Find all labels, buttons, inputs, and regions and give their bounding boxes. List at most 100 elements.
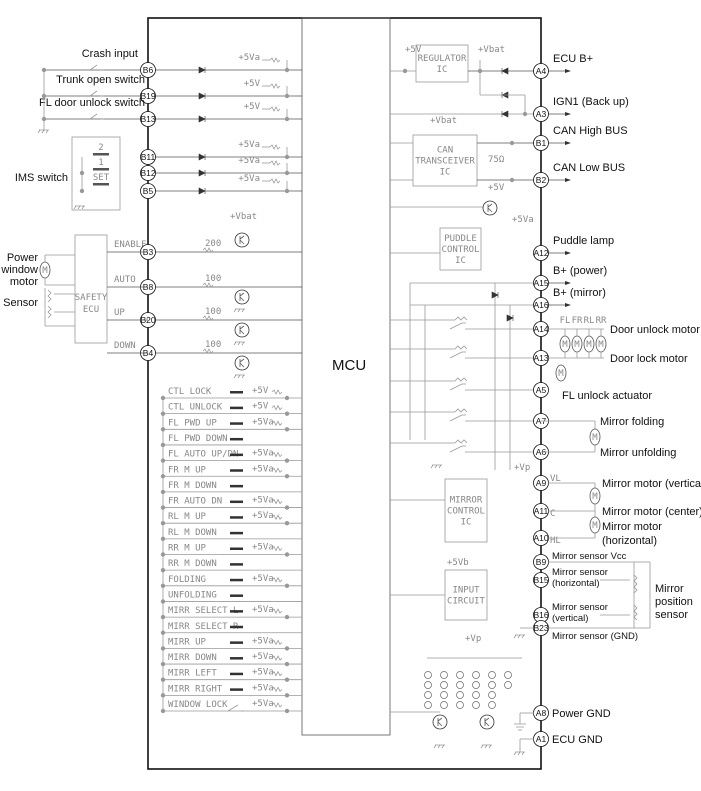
relay-switch-icon	[449, 414, 466, 422]
supply-label: +5Va	[252, 449, 274, 459]
supply-label: +5Va	[252, 543, 274, 553]
resistor-icon	[202, 247, 214, 253]
led-icon	[440, 691, 448, 699]
arrow-icon	[565, 303, 571, 307]
led-icon	[472, 701, 480, 709]
junction-dot	[284, 411, 290, 416]
led-icon	[472, 671, 480, 679]
led-icon	[424, 691, 432, 699]
supply-label: +5Va	[252, 417, 274, 427]
junction-dot	[509, 140, 515, 146]
transistor-icon	[234, 232, 250, 248]
terminal-tag: HL	[550, 536, 561, 546]
can-transceiver-ic-label: IC	[440, 168, 451, 178]
pin-label: A8	[536, 708, 547, 718]
resistor-value: 100	[205, 274, 221, 284]
motor-m-glyph: M	[562, 340, 568, 350]
puddle-control-ic-label: CONTROL	[442, 245, 480, 255]
led-icon	[472, 691, 480, 699]
mirror-motor-horizontal-icon	[589, 516, 601, 534]
junction-dot	[160, 614, 166, 620]
can-transceiver-ic-label: TRANSCEIVER	[415, 157, 475, 167]
push-button-icon	[230, 578, 243, 582]
switch-label: MIRR RIGHT	[168, 684, 223, 694]
supply-label: +5Va	[252, 683, 274, 693]
output-label-a5: FL unlock actuator	[562, 390, 652, 402]
connector-pin-b5	[140, 183, 156, 199]
transistor-symbol	[487, 203, 493, 213]
push-button-icon	[230, 688, 243, 691]
arrow-icon	[565, 251, 571, 255]
diode-icon	[506, 314, 514, 322]
junction-dot	[160, 677, 166, 682]
supply-label: +5Va	[252, 464, 274, 474]
motor-m-glyph: M	[592, 521, 598, 531]
supply-label: +Vbat	[230, 212, 257, 222]
resistor-icon	[271, 639, 283, 646]
led-icon	[424, 671, 432, 679]
signal-label: ENABLE	[114, 240, 147, 250]
resistor-icon	[271, 655, 283, 661]
motor-m-glyph: M	[586, 340, 592, 350]
resistor-icon	[271, 545, 283, 552]
pin-label: B6	[143, 65, 154, 75]
junction-dot	[402, 68, 408, 74]
junction-dot	[160, 536, 166, 542]
junction-dot	[160, 708, 166, 714]
junction-dot	[79, 188, 85, 194]
supply-label: +Vbat	[430, 116, 457, 126]
terminal-tag: C	[550, 509, 555, 519]
connector-pin-a5	[533, 382, 549, 398]
arrow-icon	[565, 69, 571, 73]
resistor-icon	[271, 404, 283, 411]
switch-label: MIRR SELECT R	[168, 622, 239, 632]
led-icon	[440, 701, 448, 709]
switch-label: FOLDING	[168, 575, 206, 585]
push-button-icon	[93, 183, 109, 186]
transistor-icon	[234, 322, 250, 338]
switch-label: FR M UP	[168, 465, 207, 475]
external-label-b13: FL door unlock switch	[39, 97, 145, 109]
push-button-icon	[230, 516, 243, 519]
motor-m-glyph: M	[598, 340, 604, 350]
output-label-a4: ECU B+	[553, 53, 593, 65]
puddle-control-ic-label: IC	[455, 256, 466, 266]
safety-ecu-label: ECU	[83, 305, 99, 315]
diode-icon	[198, 66, 206, 74]
output-label-a10: Mirror motor	[602, 521, 662, 533]
supply-label: +5V	[244, 102, 261, 112]
junction-dot	[284, 521, 290, 526]
push-button-icon	[93, 153, 109, 156]
door-position-label: RR	[596, 316, 607, 326]
junction-dot	[160, 630, 166, 635]
switch-icon	[89, 64, 104, 71]
pin-label: B19	[140, 91, 155, 101]
transistor-symbol	[239, 325, 245, 335]
pin-label: B8	[143, 282, 154, 292]
output-label-a6: Mirror unfolding	[600, 447, 676, 459]
output-label-a15: B+ (power)	[553, 265, 607, 277]
sensor-label-b16: Mirror sensor	[552, 602, 608, 613]
ground-icon	[233, 341, 245, 346]
junction-dot	[284, 458, 290, 463]
pin-label: A10	[533, 533, 548, 543]
pin-label: A15	[533, 278, 548, 288]
junction-dot	[284, 693, 290, 698]
supply-label: +5V	[252, 386, 269, 396]
door-position-label: FL	[560, 316, 571, 326]
resistor-icon	[269, 144, 281, 150]
switch-label: RL M DOWN	[168, 528, 217, 538]
junction-dot	[284, 427, 290, 432]
motor-m-glyph: M	[574, 340, 580, 350]
supply-label: +5V	[244, 79, 261, 89]
push-button-icon	[230, 547, 243, 550]
junction-dot	[284, 661, 290, 667]
junction-dot	[160, 474, 166, 479]
switch-icon	[89, 90, 104, 97]
switch-label: RL M UP	[168, 512, 207, 522]
led-icon	[456, 681, 464, 689]
output-label-a16: B+ (mirror)	[553, 287, 606, 299]
ims-button-label: SET	[93, 173, 110, 183]
ground-icon	[513, 634, 525, 639]
pin-label: B16	[533, 610, 548, 620]
